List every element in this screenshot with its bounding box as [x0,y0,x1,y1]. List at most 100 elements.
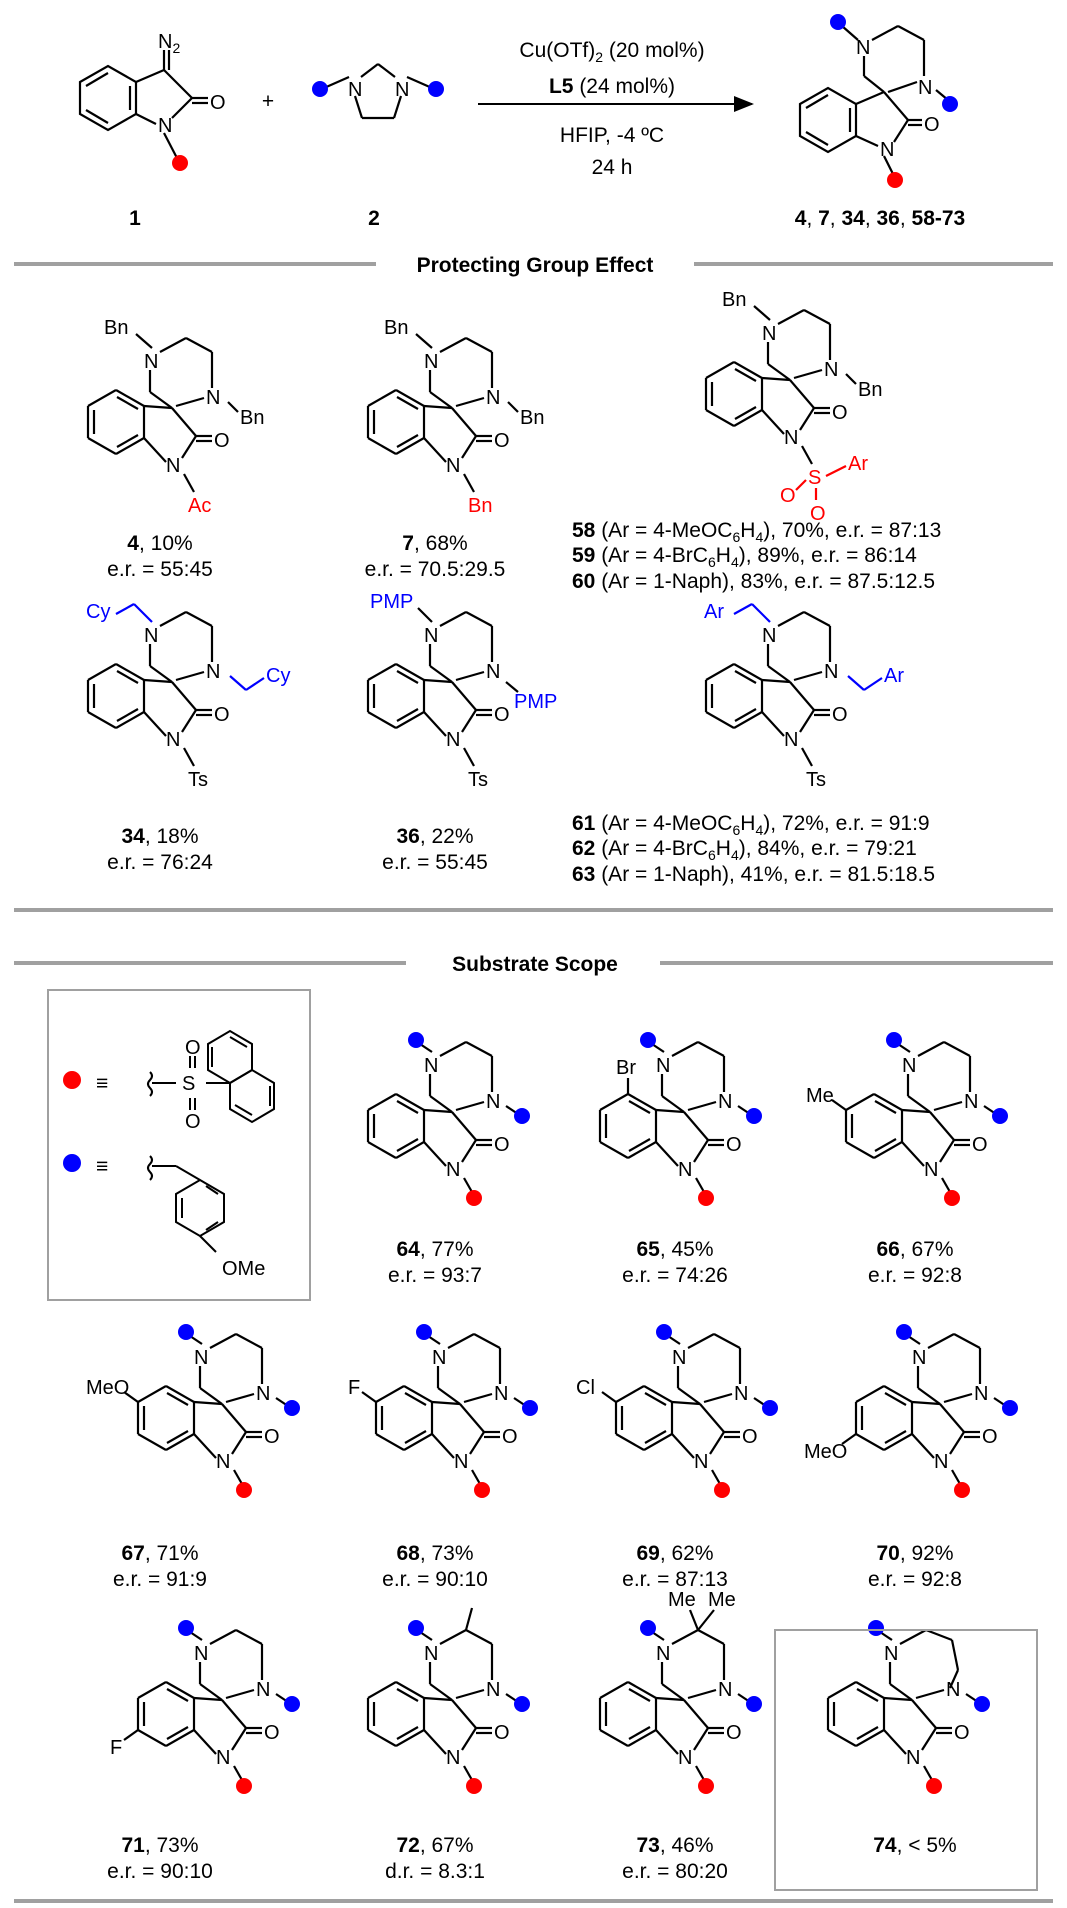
entry-58: 58 (Ar = 4-MeOC6H4), 70%, e.r. = 87:13 [572,519,941,545]
bond [705,711,735,729]
bond [655,1729,679,1755]
atom-o: O [726,1134,742,1156]
atom-n: N [158,115,172,137]
entry-74-label: 74, < 5% [873,1834,956,1857]
bond [688,1609,700,1631]
atom-n: N [918,77,932,99]
entry-4-label: 4, 10% [127,532,192,555]
bond [137,1433,167,1451]
bond [933,1100,963,1112]
bond [423,437,447,463]
bond [911,1433,935,1459]
pip-substituent: Ar [884,665,904,687]
atom-o: O [214,704,230,726]
bond [465,611,493,627]
bond [601,1391,617,1403]
atom-n: N [762,625,776,647]
blue-dot-icon [408,1620,424,1636]
entry-4-ratio: e.r. = 55:45 [107,558,213,581]
bond [713,1333,741,1349]
compound-number: 64 [396,1238,420,1261]
bond [733,361,763,379]
atom-o: O [810,503,826,525]
entry-67-ratio: e.r. = 91:9 [113,1568,207,1591]
bond [149,665,173,683]
bond [599,1141,629,1159]
blue-dot-icon [178,1620,194,1636]
bond [943,1392,973,1404]
bond [245,677,265,691]
red-dot-icon [172,155,188,171]
bond [925,1628,953,1642]
yield: , 10% [139,532,193,555]
ring-substituent: Cl [576,1377,595,1399]
atom-n: N [734,1383,748,1405]
bond [943,1041,971,1057]
atom-o: O [214,430,230,452]
ring-substituent: MeO [86,1377,129,1399]
entry-72-label: 72, 67% [396,1834,473,1857]
yield: , 18% [145,825,199,848]
compound-number: 69 [636,1542,659,1565]
yield: , 68% [414,532,468,555]
entry-65-ratio: e.r. = 74:26 [622,1264,728,1287]
red-dot-icon [474,1482,490,1498]
compound-number: 7 [402,532,414,555]
n-substituent: Ac [188,495,211,517]
bond [628,1688,651,1702]
red-dot-icon [926,1778,942,1794]
bond [695,1177,705,1193]
product-labels: 4, 7, 34, 36, 58-73 [795,207,966,230]
atom-n: N [912,1347,926,1369]
entry-66-label: 66, 67% [876,1238,953,1261]
atom-n: N [906,1747,920,1769]
entry-64-label: 64, 77% [396,1238,473,1261]
blue-dot-icon [1002,1400,1018,1416]
bond [505,681,519,693]
bond [396,708,419,722]
bond [395,437,425,455]
bond [451,681,477,711]
blue-dot-icon [428,81,444,97]
pip-substituent: Bn [384,317,408,339]
yield: , 46% [660,1834,714,1857]
bond [396,670,419,684]
bond [455,396,485,408]
ring-substituent: MeO [804,1441,847,1463]
bond [927,1333,955,1349]
atom-n: N [824,359,838,381]
entry-73-ratio: e.r. = 80:20 [622,1860,728,1883]
entry-69-label: 69, 62% [636,1542,713,1565]
bond [396,1688,419,1702]
pip-substituent: PMP [370,591,413,613]
atom-n: N [144,625,158,647]
bond [423,1696,453,1702]
atom-o: O [742,1426,758,1448]
entry-71-ratio: e.r. = 90:10 [107,1860,213,1883]
yield: , 73% [420,1542,474,1565]
bond [929,1111,955,1141]
yield: , 92% [900,1542,954,1565]
bond [455,1688,485,1700]
pip-substituent: Cy [266,665,290,687]
compound-number: 68 [396,1542,420,1565]
bond [627,1093,657,1111]
bond [225,1392,255,1404]
bond [116,708,139,722]
bond [761,711,785,737]
bond [863,677,883,691]
bond [403,1433,433,1451]
compound-number: 67 [121,1542,144,1565]
atom-n: N [256,1383,270,1405]
bond [705,361,735,379]
bond [463,473,475,493]
bond [464,1607,474,1631]
atom-o: O [832,704,848,726]
atom-o: O [494,704,510,726]
bond [761,376,791,382]
